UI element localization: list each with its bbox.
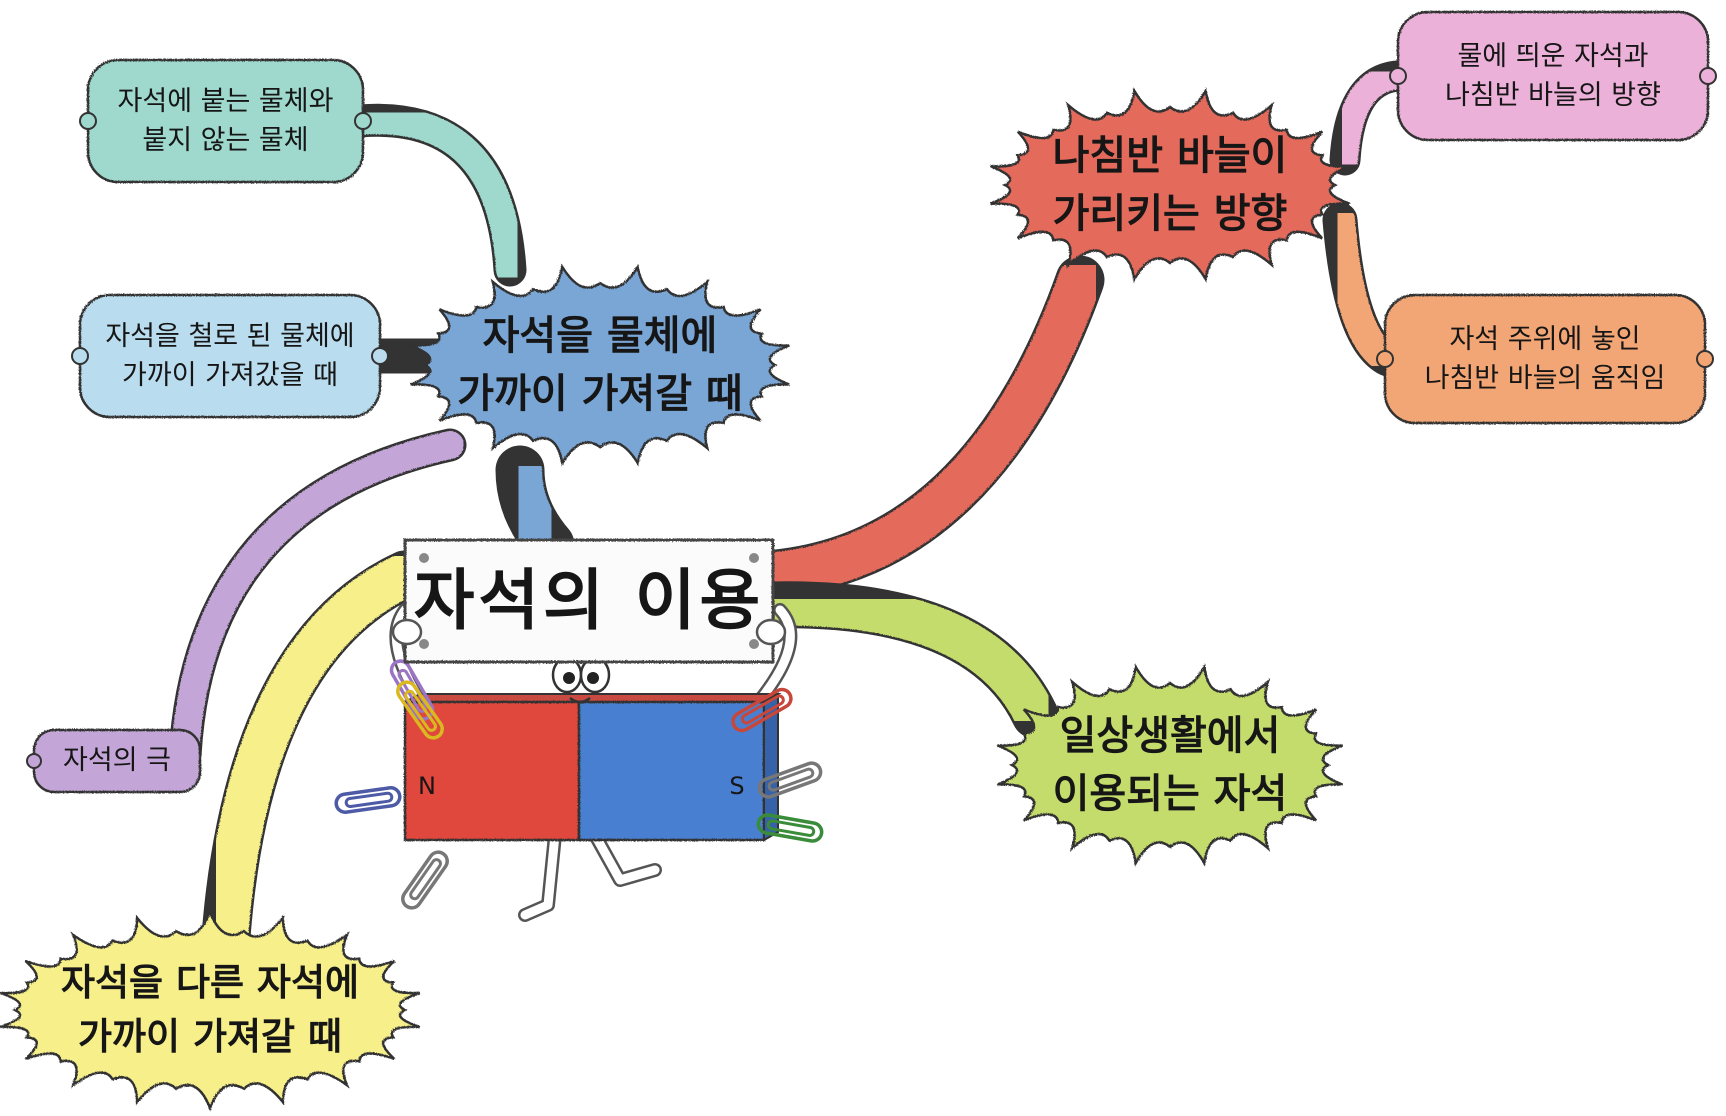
tube-pink (1332, 63, 1411, 173)
clip-blue-left (334, 786, 402, 814)
tube-orange (1325, 205, 1403, 374)
paper-clips (334, 659, 824, 910)
tube-blue (498, 448, 572, 567)
burst-magnet-to-magnet (0, 908, 421, 1112)
clip-gray-right (757, 761, 823, 799)
burst-nodes (0, 87, 1350, 1112)
tube-purple (171, 431, 464, 769)
tube-green (749, 583, 1056, 736)
tube-red (743, 258, 1102, 597)
burst-daily-life (996, 663, 1344, 867)
leaf-node-near-iron (71, 293, 389, 419)
burst-magnet-to-objects (410, 263, 790, 467)
burst-compass-direction (990, 87, 1350, 283)
leaf-node-needle-movement (1376, 293, 1714, 425)
clip-green-right (756, 813, 824, 843)
clip-gray-bottom (401, 850, 449, 910)
title-sign (391, 538, 787, 664)
clip-yellow-top (396, 680, 444, 740)
connector-tubes (168, 60, 1414, 975)
magnet-character (334, 603, 824, 922)
branch-node-magnet-poles (26, 728, 202, 794)
clip-red-right (731, 687, 793, 733)
leaf-node-floating-magnet (1389, 10, 1717, 142)
tube-yellow (203, 553, 427, 972)
tube-teal (346, 106, 524, 284)
leaf-node-stick-or-not (79, 58, 372, 184)
bar-magnet (403, 692, 782, 842)
